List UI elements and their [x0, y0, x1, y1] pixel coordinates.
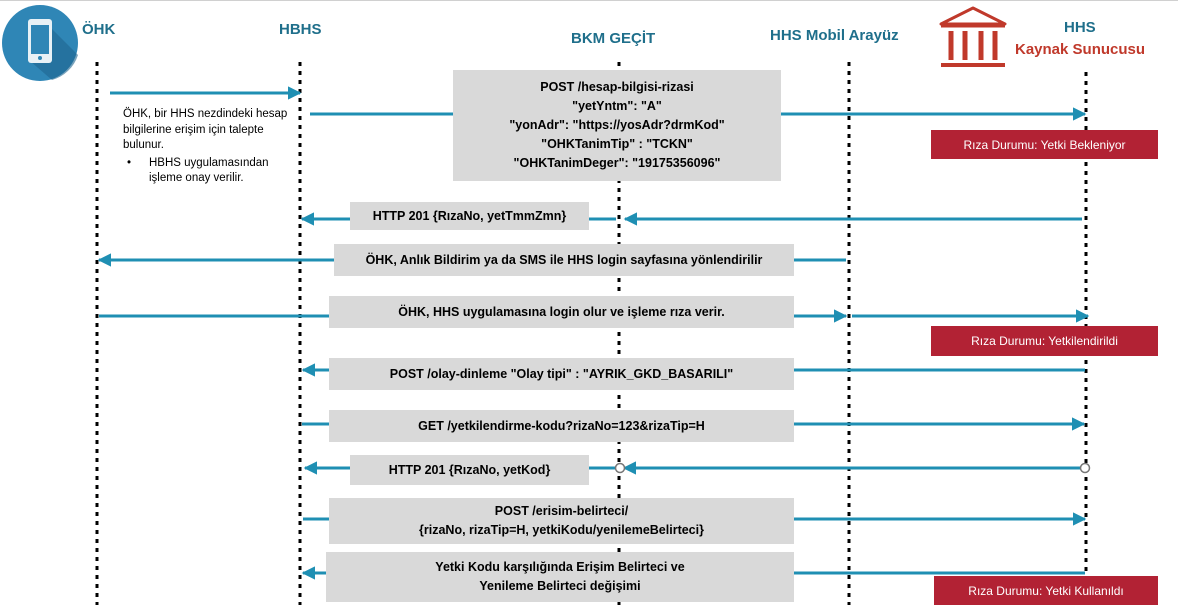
msg-post-hesap-bilgisi-rizasi: POST /hesap-bilgisi-rizasi "yetYntm": "A…: [453, 70, 781, 181]
msg-post-erisim-belirteci: POST /erisim-belirteci/ {rizaNo, rizaTip…: [329, 498, 794, 544]
note-bullet: HBHS uygulamasından işleme onay verilir.: [127, 156, 298, 187]
phone-icon: [0, 3, 80, 88]
msg-post-olay-dinleme: POST /olay-dinleme "Olay tipi" : "AYRIK_…: [329, 358, 794, 390]
msg-yonlendirme: ÖHK, Anlık Bildirim ya da SMS ile HHS lo…: [334, 244, 794, 276]
msg-line: POST /olay-dinleme "Olay tipi" : "AYRIK_…: [389, 366, 734, 381]
junction-bkm: [614, 462, 626, 474]
status-badge-yetki-kullanildi: Rıza Durumu: Yetki Kullanıldı: [934, 576, 1158, 605]
actor-hbhs: HBHS: [279, 21, 322, 38]
actor-ohk: ÖHK: [82, 21, 116, 38]
msg-line: GET /yetkilendirme-kodu?rizaNo=123&rizaT…: [418, 418, 705, 433]
msg-line: {rizaNo, rizaTip=H, yetkiKodu/yenilemeBe…: [419, 523, 704, 537]
msg-login-riza: ÖHK, HHS uygulamasına login olur ve işle…: [329, 296, 794, 328]
msg-get-yetkilendirme-kodu: GET /yetkilendirme-kodu?rizaNo=123&rizaT…: [329, 410, 794, 442]
msg-http-201-riza: HTTP 201 {RızaNo, yetTmmZmn}: [350, 202, 589, 230]
msg-http-201-yetkod: HTTP 201 {RızaNo, yetKod}: [350, 455, 589, 485]
actor-bkm-gecit: BKM GEÇİT: [571, 30, 656, 47]
top-border: [0, 0, 1178, 1]
note-text: ÖHK, bir HHS nezdindeki hesap bilgilerin…: [123, 108, 288, 151]
status-badge-yetkilendirildi: Rıza Durumu: Yetkilendirildi: [931, 326, 1158, 356]
msg-line: Yenileme Belirteci değişimi: [479, 579, 641, 593]
junction-hhs: [1079, 462, 1091, 474]
msg-line: ÖHK, Anlık Bildirim ya da SMS ile HHS lo…: [365, 252, 763, 267]
msg-line: POST /hesap-bilgisi-rizasi: [540, 80, 694, 94]
bank-icon: [937, 4, 1009, 77]
msg-line: HTTP 201 {RızaNo, yetKod}: [388, 462, 551, 477]
actor-hhs-mobil-arayuz: HHS Mobil Arayüz: [770, 27, 899, 44]
msg-line: HTTP 201 {RızaNo, yetTmmZmn}: [372, 208, 567, 223]
msg-line: Yetki Kodu karşılığında Erişim Belirteci…: [435, 560, 685, 574]
msg-line: "yetYntm": "A": [572, 99, 662, 113]
actor-kaynak-sunucusu: Kaynak Sunucusu: [1015, 41, 1146, 58]
status-badge-yetki-bekleniyor: Rıza Durumu: Yetki Bekleniyor: [931, 130, 1158, 159]
msg-line: ÖHK, HHS uygulamasına login olur ve işle…: [398, 304, 725, 319]
msg-line: "OHKTanimTip" : "TCKN": [541, 137, 693, 151]
request-note: ÖHK, bir HHS nezdindeki hesap bilgilerin…: [123, 107, 298, 187]
msg-line: "yonAdr": "https://yosAdr?drmKod": [509, 118, 725, 132]
msg-line: POST /erisim-belirteci/: [494, 504, 629, 518]
msg-token-degisimi: Yetki Kodu karşılığında Erişim Belirteci…: [326, 552, 794, 602]
actor-hhs: HHS: [1064, 19, 1096, 36]
msg-line: "OHKTanimDeger": "19175356096": [513, 156, 721, 170]
